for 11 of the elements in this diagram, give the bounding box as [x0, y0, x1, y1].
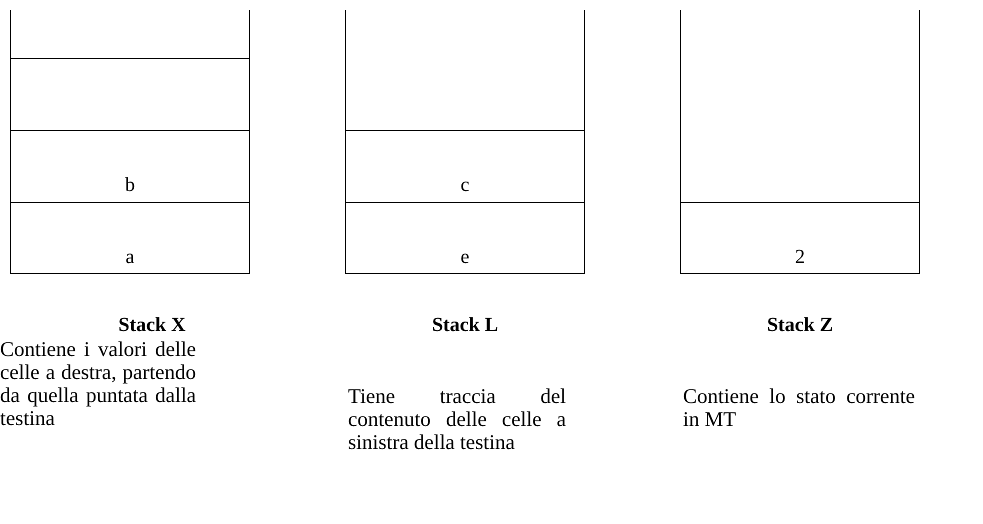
stack-title: Stack L: [432, 313, 498, 337]
cell-value: b: [125, 174, 135, 196]
stack-title: Stack Z: [766, 313, 834, 337]
stack-description: Contiene lo stato corrente in MT: [683, 385, 915, 431]
cell-value: 2: [795, 246, 805, 268]
cell-value: e: [460, 246, 470, 268]
cell-value: a: [126, 246, 134, 268]
stack-title: Stack X: [118, 313, 186, 337]
stack-description: Contiene i valori delle celle a destra, partendo da quella puntata dalla testina: [0, 338, 196, 430]
cell-value: c: [460, 174, 470, 196]
stack-description: Tiene traccia del contenuto delle celle a sinistra della testina: [348, 385, 566, 454]
